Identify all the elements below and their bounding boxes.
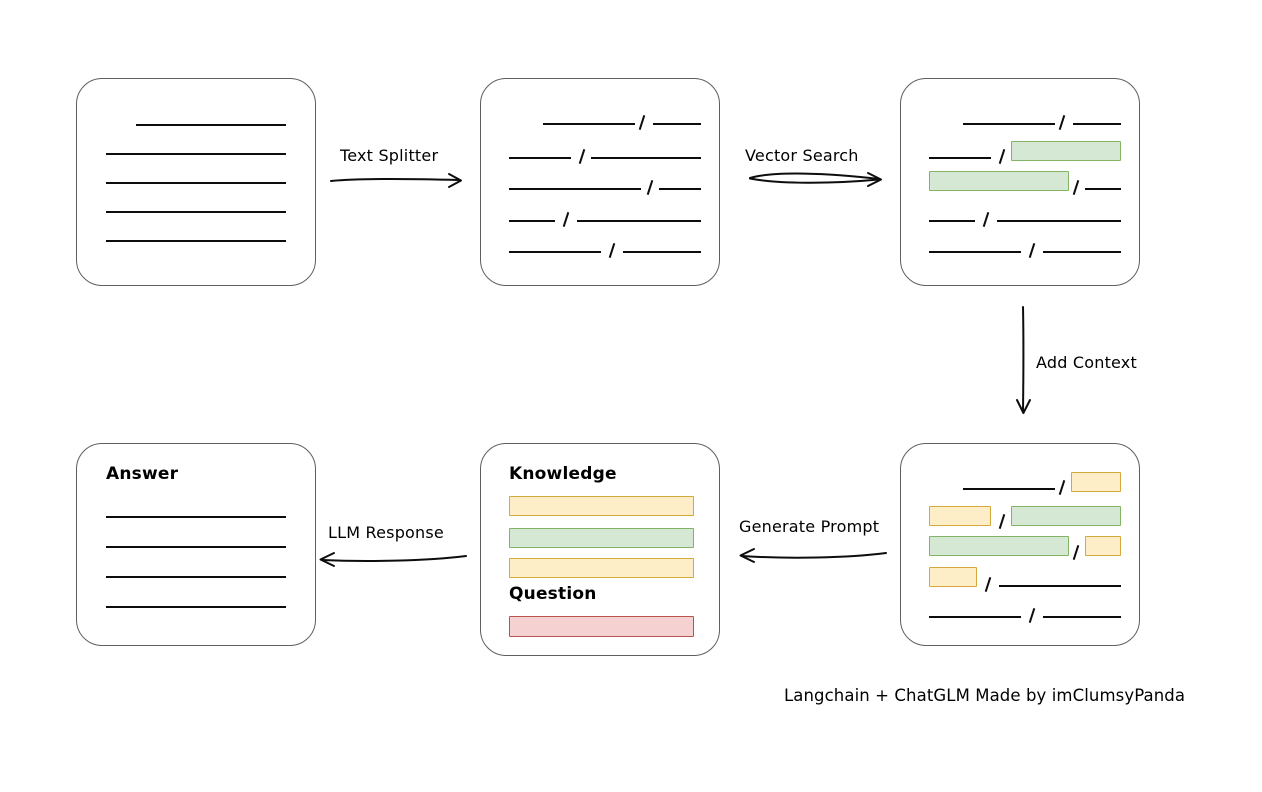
prompt-knowledge-bar [509,496,694,516]
chunk-slash [998,514,1006,529]
chunk-rule [929,251,1021,253]
answer-line [106,576,286,578]
prompt-heading-knowledge: Knowledge [509,464,617,484]
node-vector-matches[interactable] [900,78,1140,286]
chunk-rule [509,188,641,190]
arrow-vector-search [749,172,882,187]
edge-label-llm-response: LLM Response [328,523,444,542]
chunk-rule [623,251,701,253]
arrow-add-context [1016,306,1031,414]
doc-line [106,182,286,184]
chunk-rule [543,123,635,125]
chunk-chip-green [1011,506,1121,526]
node-prompt[interactable]: Knowledge Question [480,443,720,656]
prompt-question-bar [509,616,694,637]
answer-heading: Answer [106,464,179,484]
chunk-chip-green [1011,141,1121,161]
chunk-slash [638,115,646,130]
chunk-rule [509,251,601,253]
answer-line [106,606,286,608]
chunk-rule [653,123,701,125]
edge-label-generate-prompt: Generate Prompt [739,517,880,536]
chunk-chip-yellow [929,506,991,526]
node-context-chunks[interactable] [900,443,1140,646]
chunk-rule [659,188,701,190]
edge-label-text-splitter: Text Splitter [340,146,439,165]
chunk-rule [997,220,1121,222]
prompt-knowledge-bar [509,528,694,548]
chunk-slash [608,243,616,258]
doc-line [106,211,286,213]
chunk-rule [929,157,991,159]
chunk-slash [1058,115,1066,130]
chunk-slash [1072,180,1080,195]
doc-line [106,153,286,155]
arrow-llm-response [319,552,467,567]
chunk-chip-yellow [1071,472,1121,492]
edge-label-add-context: Add Context [1036,353,1137,372]
chunk-rule [1085,188,1121,190]
chunk-slash [578,149,586,164]
node-answer[interactable]: Answer [76,443,316,646]
chunk-slash [1028,243,1036,258]
chunk-chip-yellow [1085,536,1121,556]
prompt-heading-question: Question [509,584,597,604]
chunk-rule [1073,123,1121,125]
chunk-slash [646,180,654,195]
chunk-rule [999,585,1121,587]
chunk-rule [509,157,571,159]
doc-line [136,124,286,126]
node-source-document[interactable] [76,78,316,286]
chunk-rule [1043,251,1121,253]
chunk-rule [1043,616,1121,618]
arrow-generate-prompt [739,548,887,563]
chunk-rule [963,123,1055,125]
edge-label-vector-search: Vector Search [745,146,859,165]
prompt-knowledge-bar [509,558,694,578]
answer-line [106,546,286,548]
chunk-chip-green [929,171,1069,191]
chunk-slash [1072,545,1080,560]
chunk-rule [929,616,1021,618]
chunk-slash [562,212,570,227]
footer-credit: Langchain + ChatGLM Made by imClumsyPand… [784,686,1186,705]
chunk-slash [982,212,990,227]
answer-line [106,516,286,518]
chunk-rule [929,220,975,222]
chunk-slash [1028,608,1036,623]
arrow-text-splitter [330,173,462,188]
chunk-slash [998,149,1006,164]
chunk-rule [577,220,701,222]
chunk-rule [963,488,1055,490]
node-split-chunks[interactable] [480,78,720,286]
chunk-rule [591,157,701,159]
chunk-chip-green [929,536,1069,556]
chunk-chip-yellow [929,567,977,587]
chunk-slash [984,577,992,592]
chunk-rule [509,220,555,222]
doc-line [106,240,286,242]
chunk-slash [1058,480,1066,495]
